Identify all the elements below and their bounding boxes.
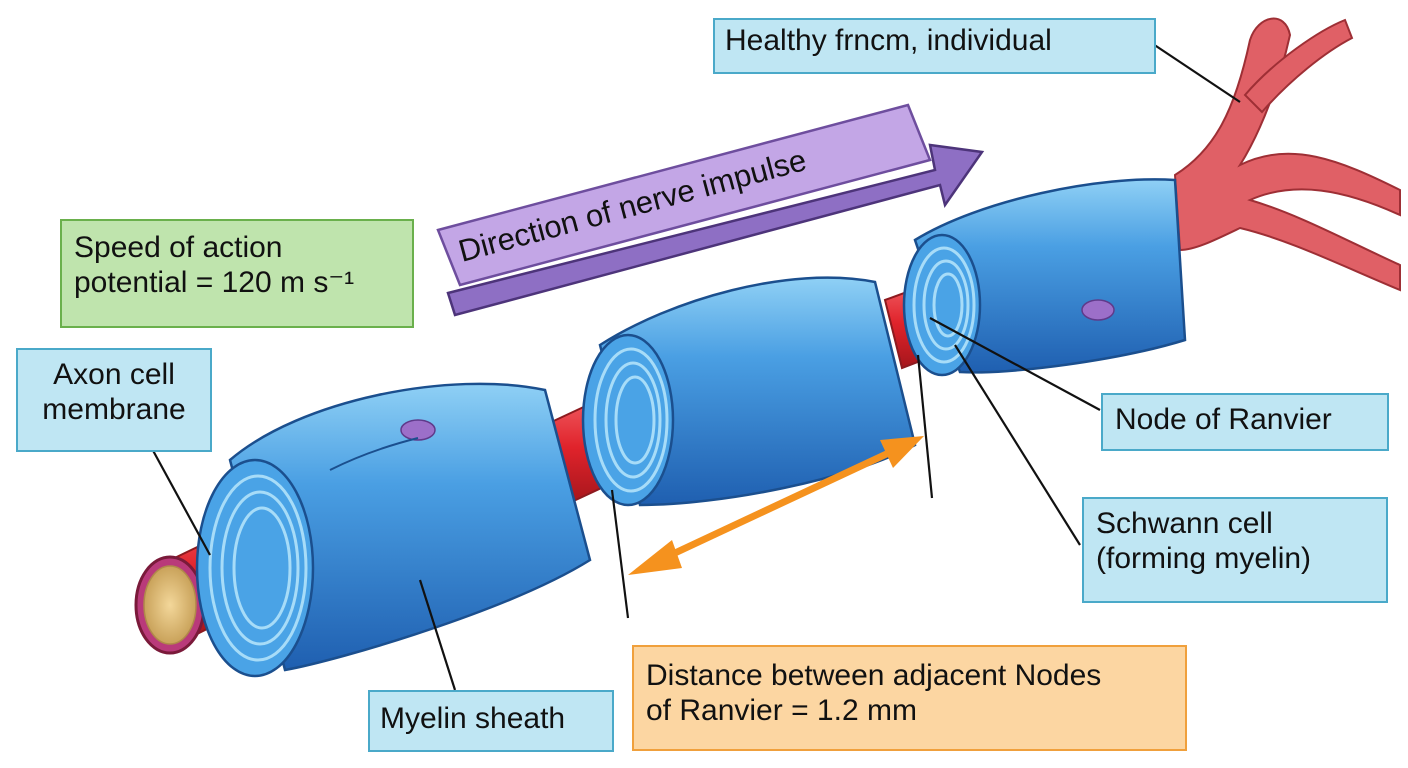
leader-lines — [149, 41, 1241, 691]
label-node-distance: Distance between adjacent Nodes of Ranvi… — [632, 645, 1187, 751]
label-speed-of-action-potential: Speed of action potential = 120 m s⁻¹ — [60, 219, 414, 328]
label-axon-cell-membrane: Axon cell membrane — [16, 348, 212, 452]
myelin-segment — [195, 382, 592, 678]
label-node-of-ranvier: Node of Ranvier — [1101, 393, 1389, 451]
label-schwann-cell: Schwann cell (forming myelin) — [1082, 497, 1388, 603]
label-healthy-individual: Healthy frncm, individual — [713, 18, 1156, 74]
distance-arrow — [628, 436, 924, 575]
dendrite-branches — [1173, 17, 1401, 292]
label-myelin-sheath: Myelin sheath — [368, 690, 614, 752]
myelin-segment — [902, 178, 1187, 377]
myelin-segment — [581, 276, 917, 507]
impulse-arrow: Direction of nerve impulse — [436, 103, 985, 317]
axon-cross-section — [134, 555, 206, 655]
